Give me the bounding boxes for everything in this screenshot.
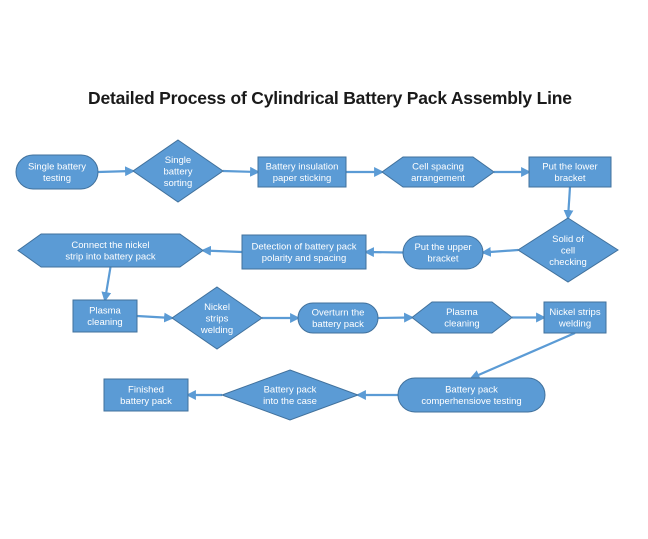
process-step-label: Finished: [128, 385, 164, 396]
process-step-label: Nickel strips: [549, 307, 600, 318]
process-step-label: sorting: [164, 178, 193, 189]
process-step-label: paper sticking: [273, 173, 332, 184]
flow-arrow-n1-n2: [97, 166, 135, 177]
flow-arrow-n8-n9: [201, 245, 243, 256]
flow-arrow-n5-n6: [563, 186, 574, 220]
process-step-label: checking: [549, 257, 587, 268]
process-step-label: battery pack: [312, 319, 364, 330]
diagram-title: Detailed Process of Cylindrical Battery …: [88, 88, 572, 108]
process-step-shape: [103, 378, 189, 412]
process-step-label: bracket: [427, 254, 459, 265]
process-step-shape: [517, 217, 619, 283]
process-step-label: into the case: [263, 396, 317, 407]
process-step-label: Nickel: [204, 302, 230, 313]
process-step-label: Plasma: [89, 306, 121, 317]
process-step-shape: [72, 299, 138, 333]
process-step-label: arrangement: [411, 173, 465, 184]
process-step-label: strips: [206, 313, 229, 324]
process-step-label: battery pack: [120, 396, 172, 407]
process-step-label: bracket: [554, 173, 586, 184]
process-step-label: polarity and spacing: [262, 253, 347, 264]
edges-layer: [97, 166, 576, 400]
process-step-shape: [297, 302, 379, 334]
process-step-label: cleaning: [444, 319, 479, 330]
process-step-label: comperhensiove testing: [421, 396, 521, 407]
process-step-label: welding: [200, 325, 233, 336]
process-step-label: cell: [561, 245, 575, 256]
process-step-label: Battery insulation: [266, 162, 339, 173]
process-step-label: welding: [558, 319, 591, 330]
process-step-label: Battery pack: [264, 385, 317, 396]
process-step-label: Put the lower: [542, 162, 597, 173]
process-step-label: Cell spacing: [412, 162, 464, 173]
process-step-shape: [402, 235, 484, 270]
process-step-shape: [171, 286, 263, 350]
flow-arrow-n14-n15: [469, 331, 576, 380]
process-step-label: Solid of: [552, 234, 584, 245]
process-step-label: Battery pack: [445, 385, 498, 396]
process-step-label: testing: [43, 173, 71, 184]
process-step-shape: [543, 301, 607, 334]
process-step-shape: [257, 156, 347, 188]
flow-arrow-n10-n11: [136, 312, 174, 323]
process-step-shape: [15, 154, 99, 190]
flow-arrow-n2-n3: [222, 166, 260, 177]
process-step-shape: [132, 139, 224, 203]
process-step-shape: [220, 369, 360, 421]
process-step-label: cleaning: [87, 317, 122, 328]
process-step-label: Overturn the: [312, 308, 365, 319]
process-step-label: Connect the nickel: [71, 240, 149, 251]
process-step-shape: [381, 156, 495, 188]
process-step-label: Single: [165, 155, 191, 166]
process-step-shape: [241, 234, 367, 270]
process-step-shape: [411, 301, 513, 334]
flow-arrow-n12-n13: [377, 312, 414, 323]
process-step-shape: [17, 233, 204, 268]
process-step-label: Detection of battery pack: [251, 242, 356, 253]
process-step-label: battery: [163, 166, 192, 177]
process-step-label: Put the upper: [414, 242, 471, 253]
nodes-layer: Single batterytestingSinglebatterysortin…: [15, 139, 619, 421]
process-step-label: Plasma: [446, 307, 478, 318]
process-step-shape: [397, 377, 546, 413]
process-step-shape: [528, 156, 612, 188]
process-step-label: Single battery: [28, 162, 86, 173]
flow-arrow-n7-n8: [364, 247, 404, 258]
flow-arrow-n6-n7: [481, 246, 519, 257]
flow-arrow-n9-n10: [101, 266, 112, 302]
process-step-label: strip into battery pack: [65, 252, 156, 263]
